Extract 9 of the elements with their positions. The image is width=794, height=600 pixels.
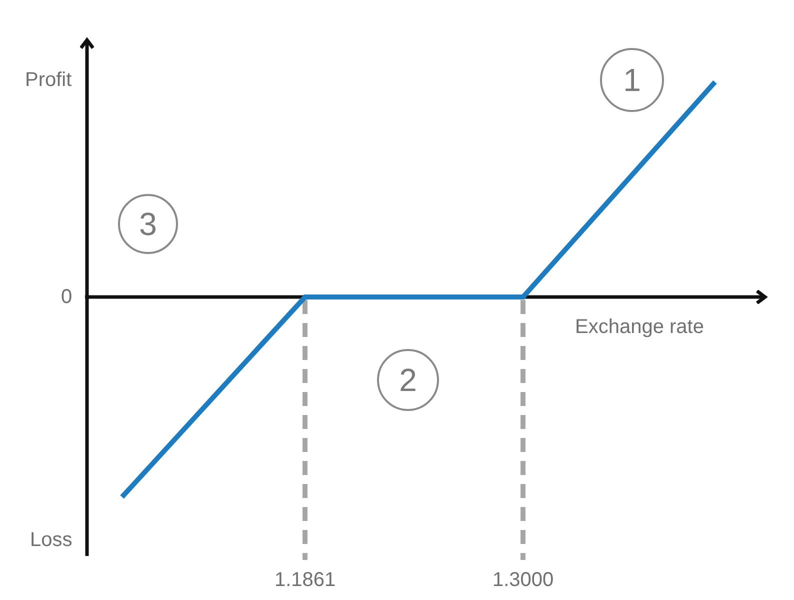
axis-tick-label: 0 [61,287,72,307]
axis-label: Profit [25,70,72,90]
axis-tick-label: 1.1861 [274,570,336,590]
numbered-circle: 2 [377,349,439,411]
axis-tick-label: 1.3000 [492,570,554,590]
numbered-circle: 1 [600,48,664,112]
numbered-circle: 3 [118,194,178,254]
axis-label: Exchange rate [575,317,704,337]
axis-label: Loss [30,530,72,550]
